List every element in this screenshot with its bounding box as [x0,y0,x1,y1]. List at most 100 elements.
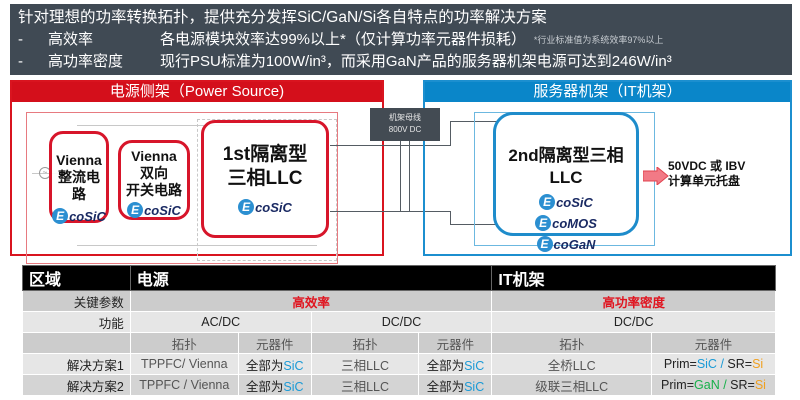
bus-tap [409,141,410,212]
row-label: 关键参数 [22,290,131,312]
block-line: Vienna [56,152,102,168]
bus-wire [450,121,451,146]
logo-text: coSiC [556,194,593,210]
material-sic: SiC [283,358,304,373]
function-acdc: AC/DC [129,311,312,333]
header-power: 电源 [129,265,493,291]
components-prefix: 全部为 [245,379,284,394]
dcdc-components: 全部为SiC [418,353,493,375]
table-row-function: 功能 AC/DC DC/DC DC/DC [22,311,776,333]
logo-text: coSiC [144,202,181,218]
rack-busbar-label: 机架母线 800V DC [370,108,440,141]
bus-tap [400,141,401,212]
busbar-title: 机架母线 [389,113,421,122]
material-sr: Si [752,357,764,371]
key-param-power: 高效率 [129,290,493,312]
it-topology: 级联三相LLC [491,374,652,396]
components-prefix: 全部为 [426,379,465,394]
material-sic: SiC [283,379,304,394]
prim-label: Prim= [661,378,695,392]
power-source-title: 电源侧架（Power Source) [12,82,382,102]
table-row-solution-2: 解决方案2 TPPFC / Vienna 全部为SiC 三相LLC 全部为SiC… [22,374,776,396]
row-label: 解决方案1 [22,353,131,375]
subheader-components: 元器件 [237,332,312,354]
banner-point-density: - 高功率密度 现行PSU标准为100W/in³，而采用GaN产品的服务器机架电… [18,51,784,73]
point-footnote: *行业标准值为系统效率97%以上 [533,35,664,45]
components-prefix: 全部为 [426,358,465,373]
summary-banner: 针对理想的功率转换拓扑，提供充分发挥SiC/GaN/Si各自特点的功率解决方案 … [10,4,792,75]
table-row-key-params: 关键参数 高效率 高功率密度 [22,290,776,312]
prim-label: Prim= [663,357,697,371]
solution-table: 区域 电源 IT机架 关键参数 高效率 高功率密度 功能 AC/DC DC/DC… [22,265,776,396]
function-dcdc-power: DC/DC [310,311,493,333]
point-label: 高功率密度 [48,53,124,70]
separator: / [716,357,728,371]
block-line: Vienna [131,148,177,164]
bus-wire [450,211,451,224]
row-label: 解决方案2 [22,374,131,396]
it-rack-title: 服务器机架（IT机架） [425,82,790,102]
dcdc-topology: 三相LLC [310,374,420,396]
sr-label: SR= [727,357,753,371]
busbar-voltage: 800V DC [388,125,422,134]
it-components: Prim=SiC / SR=Si [651,353,776,375]
logo-text: coSiC [69,208,106,224]
material-sic: SiC [464,379,485,394]
sr-label: SR= [730,378,755,392]
block-line: 双向 [140,165,168,181]
banner-point-efficiency: - 高效率 各电源模块效率达99%以上*（仅计算功率元器件损耗） *行业标准值为… [18,29,784,51]
dcdc-components: 全部为SiC [418,374,493,396]
block-line: 开关电路 [126,182,182,198]
point-label: 高效率 [48,31,94,48]
acdc-topology: TPPFC / Vienna [129,374,239,396]
block-line: 1st隔离型 [222,144,308,165]
output-voltage: 50VDC 或 IBV [668,159,746,173]
it-components: Prim=GaN / SR=Si [651,374,776,396]
point-text: 各电源模块效率达99%以上*（仅计算功率元器件损耗） [160,31,526,48]
banner-headline: 针对理想的功率转换拓扑，提供充分发挥SiC/GaN/Si各自特点的功率解决方案 [18,9,547,26]
acdc-components: 全部为SiC [237,353,312,375]
key-param-it: 高功率密度 [491,290,776,312]
material-sr: Si [754,378,766,392]
material-primary: GaN [694,378,720,392]
acdc-components: 全部为SiC [237,374,312,396]
block-title: 2nd隔离型三相LLC [508,146,624,187]
subheader-components: 元器件 [418,332,493,354]
eco-logo-icon: E [536,236,553,252]
bus-wire-bottom [330,211,450,212]
header-region: 区域 [22,265,131,291]
eco-logo-icon: E [238,199,255,215]
material-primary: SiC [696,357,717,371]
block-line: 三相LLC [227,168,303,189]
logo-text: coGaN [553,236,596,252]
block-line: 整流电路 [58,169,100,202]
output-arrow-icon [643,167,669,185]
material-sic: SiC [464,358,485,373]
empty-cell [22,332,131,354]
subheader-topology: 拓扑 [129,332,239,354]
bullet-dash: - [18,53,23,70]
subheader-topology: 拓扑 [310,332,420,354]
subheader-components: 元器件 [651,332,776,354]
eco-logo-icon: E [539,194,556,210]
subheader-topology: 拓扑 [491,332,652,354]
row-label: 功能 [22,311,131,333]
eco-logo-icon: E [535,215,552,231]
logo-text: coMOS [552,215,597,231]
bullet-dash: - [18,31,23,48]
function-dcdc-it: DC/DC [491,311,776,333]
acdc-topology: TPPFC/ Vienna [129,353,239,375]
components-prefix: 全部为 [245,358,284,373]
dcdc-topology: 三相LLC [310,353,420,375]
table-header-row: 区域 电源 IT机架 [22,265,776,291]
